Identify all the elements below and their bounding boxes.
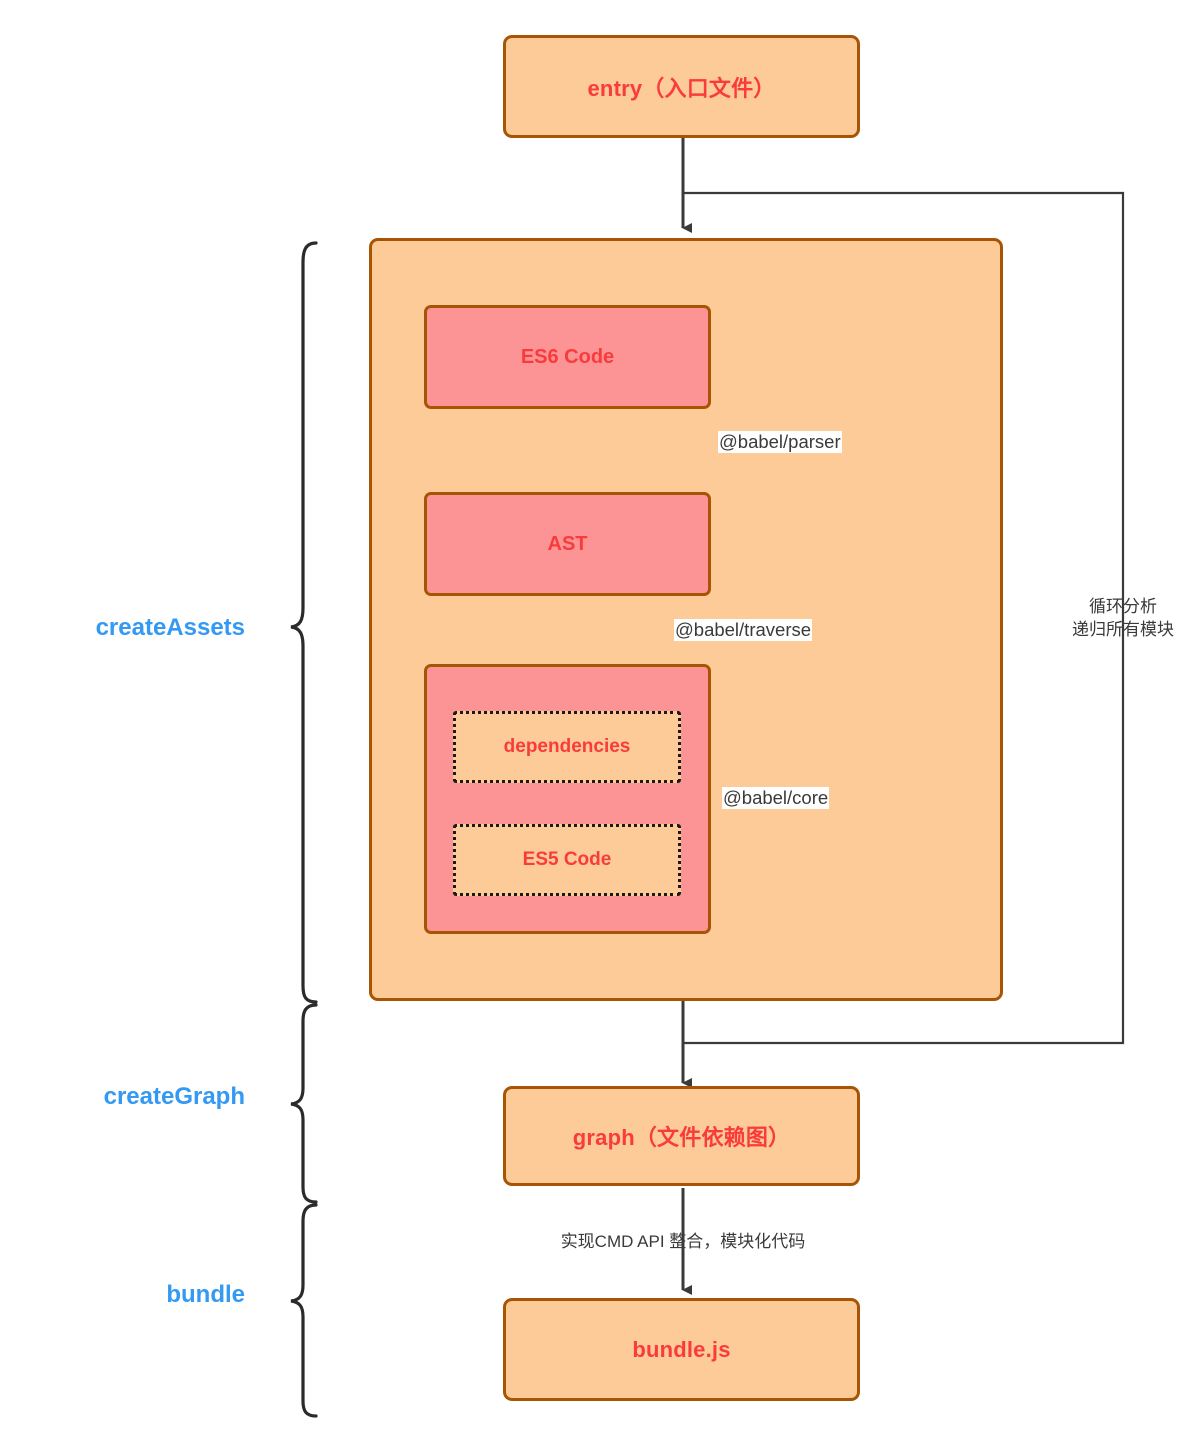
node-es5-code[interactable]: ES5 Code: [453, 824, 681, 896]
stage-label-bundle: bundle: [166, 1281, 245, 1308]
node-entry[interactable]: entry（入口文件）: [503, 35, 860, 138]
node-ast[interactable]: AST: [424, 492, 711, 596]
edge-label-babel-core: @babel/core: [722, 787, 830, 809]
brace-bundle: [290, 1203, 318, 1418]
node-entry-label: entry（入口文件）: [587, 75, 776, 101]
edge-label-babel-parser: @babel/parser: [718, 431, 842, 453]
stage-label-createassets: createAssets: [95, 614, 245, 641]
node-es6-code[interactable]: ES6 Code: [424, 305, 711, 409]
node-dependencies[interactable]: dependencies: [453, 711, 681, 783]
node-graph[interactable]: graph（文件依赖图）: [503, 1086, 860, 1186]
annotation-cmd-api: 实现CMD API 整合，模块化代码: [560, 1232, 806, 1251]
node-es5-code-label: ES5 Code: [522, 849, 612, 870]
node-bundle-js-label: bundle.js: [632, 1336, 731, 1362]
brace-creategraph: [290, 1003, 318, 1204]
brace-createassets: [290, 241, 318, 1004]
node-graph-label: graph（文件依赖图）: [572, 1125, 791, 1150]
stage-label-creategraph: createGraph: [103, 1083, 245, 1110]
node-es6-code-label: ES6 Code: [520, 345, 615, 368]
annotation-recursion-loop: 循环分析 递归所有模块: [1072, 597, 1174, 639]
node-bundle-js[interactable]: bundle.js: [503, 1298, 860, 1401]
node-ast-label: AST: [547, 532, 588, 555]
edge-label-babel-traverse: @babel/traverse: [674, 619, 813, 641]
node-dependencies-label: dependencies: [503, 736, 631, 757]
